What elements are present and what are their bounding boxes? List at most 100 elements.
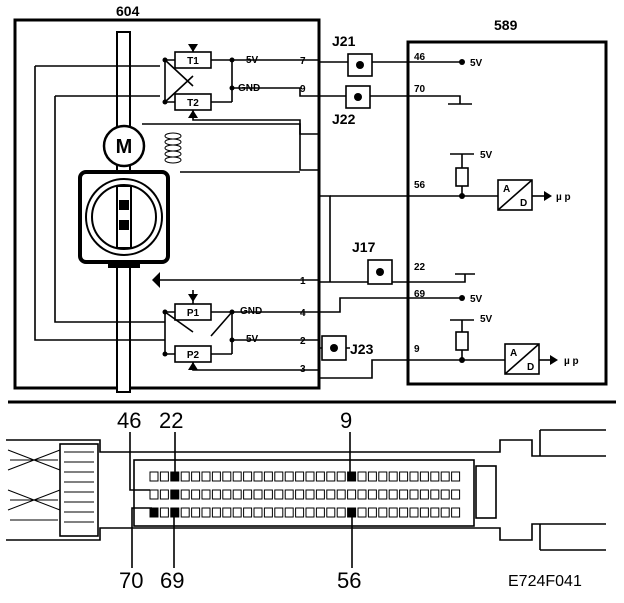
junction-j23-label: J23 [350,341,374,357]
throttle-body [78,170,170,264]
connector-pin [357,507,367,518]
connector-pin [149,471,159,482]
pin-604-1: 1 [300,276,306,287]
connector-pin [253,471,263,482]
connector-pin [295,471,305,482]
connector-pin [347,489,357,500]
unit-589-label: 589 [494,17,518,33]
unit-604-label: 604 [116,3,140,19]
connector-pin [419,489,429,500]
pin-589-9: 9 [414,344,420,355]
connector-pin [336,489,346,500]
junction-j17-label: J17 [352,239,376,255]
adc-top-a: A [503,184,510,195]
motor [102,124,146,168]
junction-j17 [367,259,393,285]
connector-pin [263,507,273,518]
junction-j22-label: J22 [332,111,356,127]
pin-604-9: 9 [300,84,306,95]
connector-pin [367,489,377,500]
connector-num-9: 9 [340,408,352,433]
connector-pin-highlighted [170,489,180,500]
junction-j22 [345,85,371,109]
pin-589-56: 56 [414,180,426,191]
connector-pin [232,507,242,518]
motor-label: M [116,136,133,158]
connector-pin [274,507,284,518]
connector-pin [274,489,284,500]
connector-pin [430,471,440,482]
junction-j23 [321,335,347,361]
connector-pin [191,489,201,500]
connector-pin [305,489,315,500]
connector-pin [367,507,377,518]
connector-pin [232,489,242,500]
adc-top-output: µ p [556,192,571,203]
junction-j21-label: J21 [332,33,356,49]
t1-supply-label: 5V [246,55,259,66]
connector-pin [336,471,346,482]
adc-top-d: D [520,198,527,209]
pin46-supply-label: 5V [470,58,483,69]
connector-pin [305,471,315,482]
connector-pin [399,489,409,500]
connector-pin [357,489,367,500]
connector-pin [409,507,419,518]
connector-pin [451,507,461,518]
connector-pin [159,507,169,518]
connector-pin [149,489,159,500]
connector-pin [295,489,305,500]
p1-supply-label: GND [240,306,262,317]
connector-pin [159,471,169,482]
connector-pin [222,471,232,482]
sensor-p-wiring [152,272,320,371]
connector-pin [295,507,305,518]
connector-pin [326,507,336,518]
pin69-supply-label: 5V [470,294,483,305]
adc-bottom-output: µ p [564,356,579,367]
connector-pin [378,507,388,518]
adc-bottom-circuit [450,319,558,375]
connector-num-70: 70 [119,568,143,593]
connector-leaders [129,432,353,568]
connector-pin [211,471,221,482]
pin-604-3: 3 [300,364,306,375]
connector-pin [430,507,440,518]
connector-pin [253,507,263,518]
unit-589-box [406,40,608,386]
connector-pin [274,471,284,482]
connector-pin [180,507,190,518]
connector-pin [284,489,294,500]
adc-top-circuit [450,153,552,211]
pin-589-22: 22 [414,262,426,273]
connector-pin-highlighted [347,471,357,482]
connector-pin [284,471,294,482]
connector-pin-highlighted [149,507,159,518]
connector-pin [191,471,201,482]
p2-supply-label: 5V [246,334,259,345]
pin-604-4: 4 [300,308,306,319]
connector-pin [263,489,273,500]
adc-bottom-a: A [510,348,517,359]
connector-pin [399,507,409,518]
pin-589-46: 46 [414,52,426,63]
connector-pin [211,507,221,518]
connector-num-46: 46 [117,408,141,433]
connector-pin [284,507,294,518]
connector-pin [263,471,273,482]
connector-pin [315,507,325,518]
connector-pin [419,507,429,518]
connector-pin [430,489,440,500]
connector-pin [180,489,190,500]
connector-pin [451,471,461,482]
spring-coil [164,132,182,164]
connector-pin [409,471,419,482]
junction-j21 [347,53,373,77]
connector-pin [357,471,367,482]
connector-pin [201,507,211,518]
connector-pin [409,489,419,500]
connector-pin [315,489,325,500]
node-pin46 [459,59,465,65]
connector-pin-grid [149,471,461,518]
